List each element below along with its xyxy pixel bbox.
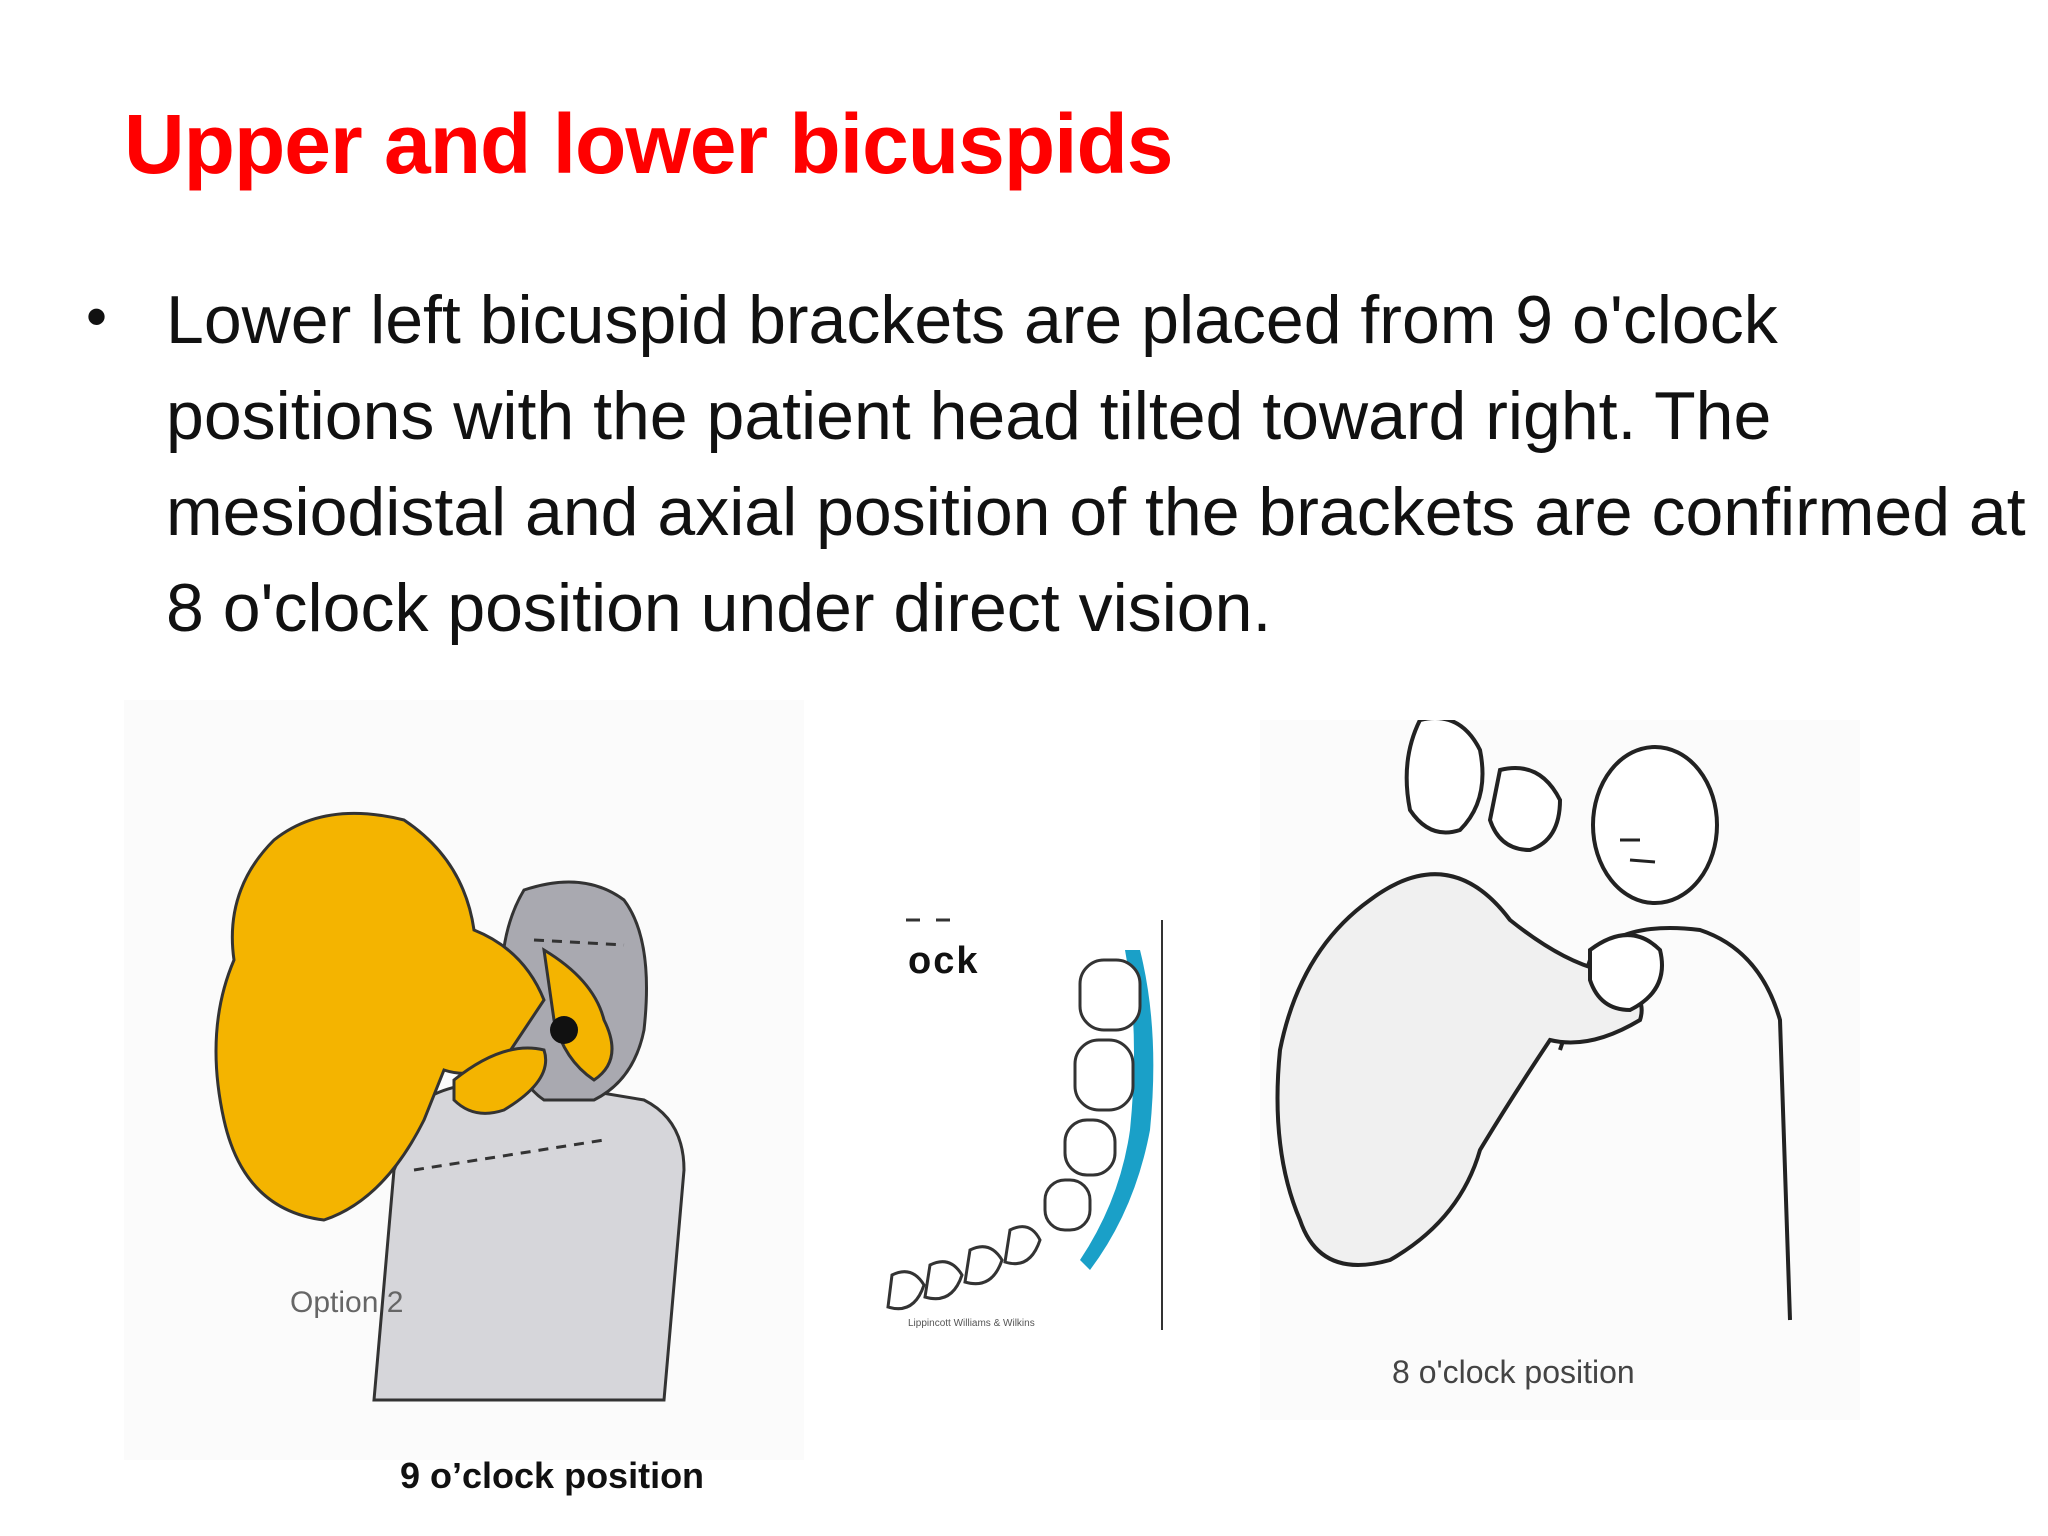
dentist-9-oclock-illustration bbox=[124, 700, 804, 1460]
credit-label: Lippincott Williams & Wilkins bbox=[908, 1318, 1035, 1329]
caption-9-oclock: 9 o’clock position bbox=[400, 1455, 705, 1496]
lower-arch-teeth-illustration bbox=[880, 890, 1200, 1360]
bullet-list: • Lower left bicuspid brackets are place… bbox=[86, 272, 2026, 656]
bullet-text: Lower left bicuspid brackets are placed … bbox=[166, 282, 2026, 646]
option-label: Option 2 bbox=[290, 1286, 404, 1319]
slide-title: Upper and lower bicuspids bbox=[124, 97, 1174, 191]
caption-8-oclock: 8 o'clock position bbox=[1392, 1354, 1635, 1390]
dentist-8-oclock-illustration bbox=[1260, 720, 1860, 1420]
ock-label: ock bbox=[908, 940, 980, 982]
bullet-dot-icon: • bbox=[86, 283, 108, 350]
